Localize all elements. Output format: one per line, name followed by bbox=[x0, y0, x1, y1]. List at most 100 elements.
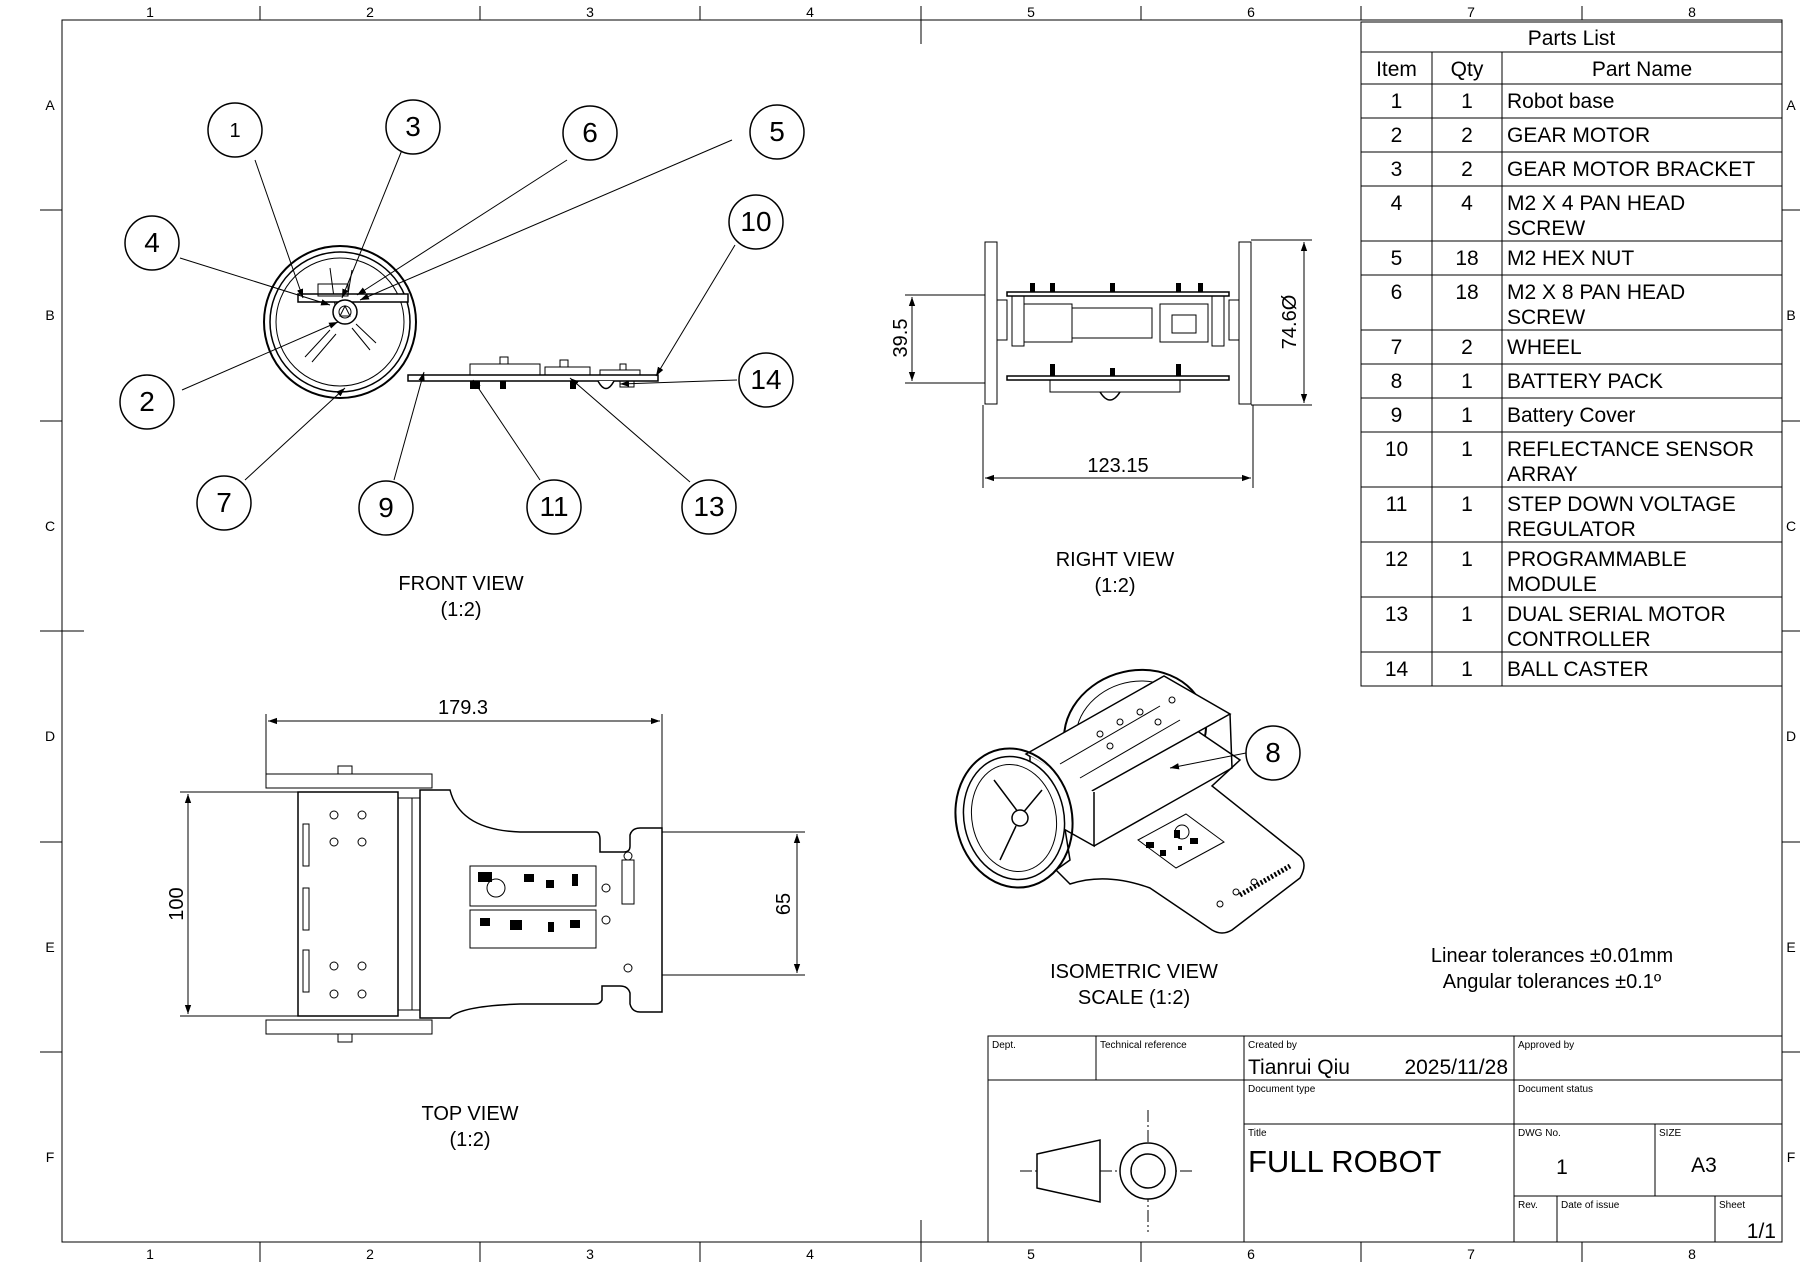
right-view-geometry bbox=[984, 241, 1252, 405]
created-by-label: Created by bbox=[1248, 1040, 1297, 1051]
row-label-left-f: F bbox=[46, 1149, 55, 1165]
size-value: A3 bbox=[1691, 1154, 1717, 1177]
balloon-4: 4 bbox=[144, 227, 160, 258]
balloon-6: 6 bbox=[582, 117, 598, 148]
dim-length-179-3: 179.3 bbox=[438, 697, 488, 719]
col-label-bottom-8: 8 bbox=[1688, 1246, 1696, 1262]
front-view: 1 4 3 6 5 10 2 14 7 9 11 13 FRONT VIEW (… bbox=[119, 99, 805, 621]
parts-list-qty-10: 1 bbox=[1461, 438, 1473, 461]
parts-list-name-10-line-1: REFLECTANCE SENSOR bbox=[1507, 438, 1754, 461]
parts-list-qty-13: 1 bbox=[1461, 603, 1473, 626]
balloon-9: 9 bbox=[378, 492, 394, 523]
dim-width-100: 100 bbox=[166, 887, 188, 920]
row-label-right-c: C bbox=[1786, 518, 1796, 534]
row-label-right-e: E bbox=[1786, 939, 1795, 955]
balloon-13: 13 bbox=[693, 491, 724, 522]
parts-list-name-14-line-1: BALL CASTER bbox=[1507, 658, 1649, 681]
drawing-title: FULL ROBOT bbox=[1248, 1144, 1442, 1179]
col-label-top-6: 6 bbox=[1247, 4, 1255, 20]
top-view-title: TOP VIEW bbox=[421, 1103, 518, 1125]
col-label-bottom-2: 2 bbox=[366, 1246, 374, 1262]
parts-list-title: Parts List bbox=[1528, 27, 1616, 50]
parts-list-name-11-line-1: STEP DOWN VOLTAGE bbox=[1507, 493, 1736, 516]
parts-list-name-12-line-1: PROGRAMMABLE bbox=[1507, 548, 1687, 571]
front-view-scale: (1:2) bbox=[440, 599, 481, 621]
parts-list-name-2-line-1: GEAR MOTOR bbox=[1507, 124, 1650, 147]
col-label-top-5: 5 bbox=[1027, 4, 1035, 20]
right-view-dimensions: 39.5 74.6Ø 123.15 bbox=[890, 239, 1312, 488]
parts-list-name-4-line-1: M2 X 4 PAN HEAD bbox=[1507, 192, 1685, 215]
sheet-label: Sheet bbox=[1719, 1200, 1745, 1211]
balloon-8-leader bbox=[1169, 752, 1247, 770]
row-label-right-d: D bbox=[1786, 728, 1796, 744]
parts-list-qty-3: 2 bbox=[1461, 158, 1473, 181]
front-view-title: FRONT VIEW bbox=[398, 573, 523, 595]
parts-list-item-4: 4 bbox=[1391, 192, 1403, 215]
col-label-top-7: 7 bbox=[1467, 4, 1475, 20]
dim-height-39-5: 39.5 bbox=[890, 319, 912, 358]
parts-list-item-12: 12 bbox=[1385, 548, 1408, 571]
parts-list-name-13-line-1: DUAL SERIAL MOTOR bbox=[1507, 603, 1726, 626]
dwg-no-value: 1 bbox=[1556, 1156, 1568, 1179]
parts-list-qty-5: 18 bbox=[1455, 247, 1478, 270]
parts-list-qty-2: 2 bbox=[1461, 124, 1473, 147]
parts-list-name-10-line-2: ARRAY bbox=[1507, 463, 1578, 486]
col-label-bottom-7: 7 bbox=[1467, 1246, 1475, 1262]
approved-by-label: Approved by bbox=[1518, 1040, 1574, 1051]
parts-list-name-6-line-1: M2 X 8 PAN HEAD bbox=[1507, 281, 1685, 304]
parts-list-header-item: Item bbox=[1376, 58, 1417, 81]
parts-list-qty-11: 1 bbox=[1461, 493, 1473, 516]
parts-list-qty-7: 2 bbox=[1461, 336, 1473, 359]
isometric-view-title: ISOMETRIC VIEW bbox=[1050, 961, 1218, 983]
parts-list-qty-4: 4 bbox=[1461, 192, 1473, 215]
dim-wheel-diameter: 74.6Ø bbox=[1279, 295, 1301, 349]
top-view: 179.3 100 65 TOP VIEW (1:2) bbox=[166, 697, 805, 1151]
parts-list-name-6-line-2: SCREW bbox=[1507, 306, 1585, 329]
rev-label: Rev. bbox=[1518, 1200, 1538, 1211]
balloon-7: 7 bbox=[216, 487, 232, 518]
col-label-bottom-1: 1 bbox=[146, 1246, 154, 1262]
balloon-3: 3 bbox=[405, 111, 421, 142]
balloon-2: 2 bbox=[139, 386, 155, 417]
parts-list-name-1-line-1: Robot base bbox=[1507, 90, 1614, 113]
parts-list-item-8: 8 bbox=[1391, 370, 1403, 393]
balloon-8: 8 bbox=[1265, 737, 1281, 768]
document-status-label: Document status bbox=[1518, 1084, 1593, 1095]
top-view-dimensions: 179.3 100 65 bbox=[166, 697, 805, 1017]
angular-tolerance-note: Angular tolerances ±0.1º bbox=[1443, 971, 1662, 993]
parts-list-item-2: 2 bbox=[1391, 124, 1403, 147]
parts-list-item-9: 9 bbox=[1391, 404, 1403, 427]
col-label-bottom-3: 3 bbox=[586, 1246, 594, 1262]
right-view-scale: (1:2) bbox=[1094, 575, 1135, 597]
parts-list-name-3-line-1: GEAR MOTOR BRACKET bbox=[1507, 158, 1755, 181]
date-of-issue-label: Date of issue bbox=[1561, 1200, 1620, 1211]
row-label-left-e: E bbox=[45, 939, 54, 955]
parts-list-item-11: 11 bbox=[1386, 493, 1408, 516]
title-label: Title bbox=[1248, 1128, 1267, 1139]
row-label-right-b: B bbox=[1786, 307, 1795, 323]
dwg-no-label: DWG No. bbox=[1518, 1128, 1561, 1139]
title-block: Dept. Technical reference Created by Tia… bbox=[987, 1035, 1783, 1243]
row-label-left-c: C bbox=[45, 518, 55, 534]
parts-list-name-11-line-2: REGULATOR bbox=[1507, 518, 1636, 541]
col-label-top-8: 8 bbox=[1688, 4, 1696, 20]
col-label-bottom-6: 6 bbox=[1247, 1246, 1255, 1262]
top-view-scale: (1:2) bbox=[449, 1129, 490, 1151]
parts-list-item-3: 3 bbox=[1391, 158, 1403, 181]
front-view-balloons: 1 4 3 6 5 10 2 14 7 9 11 13 bbox=[119, 99, 805, 536]
isometric-view: 8 ISOMETRIC VIEW SCALE (1:2) bbox=[954, 668, 1305, 1009]
created-by-value: Tianrui Qiu bbox=[1248, 1056, 1350, 1079]
dim-tail-65: 65 bbox=[773, 893, 795, 915]
balloon-11: 11 bbox=[539, 491, 568, 522]
right-view-title: RIGHT VIEW bbox=[1056, 549, 1175, 571]
technical-reference-label: Technical reference bbox=[1100, 1040, 1187, 1051]
parts-list-qty-6: 18 bbox=[1455, 281, 1478, 304]
parts-list-qty-8: 1 bbox=[1461, 370, 1473, 393]
parts-list-name-12-line-2: MODULE bbox=[1507, 573, 1597, 596]
parts-list-name-13-line-2: CONTROLLER bbox=[1507, 628, 1651, 651]
row-label-right-f: F bbox=[1787, 1149, 1796, 1165]
parts-list-item-14: 14 bbox=[1385, 658, 1409, 681]
col-label-bottom-5: 5 bbox=[1027, 1246, 1035, 1262]
